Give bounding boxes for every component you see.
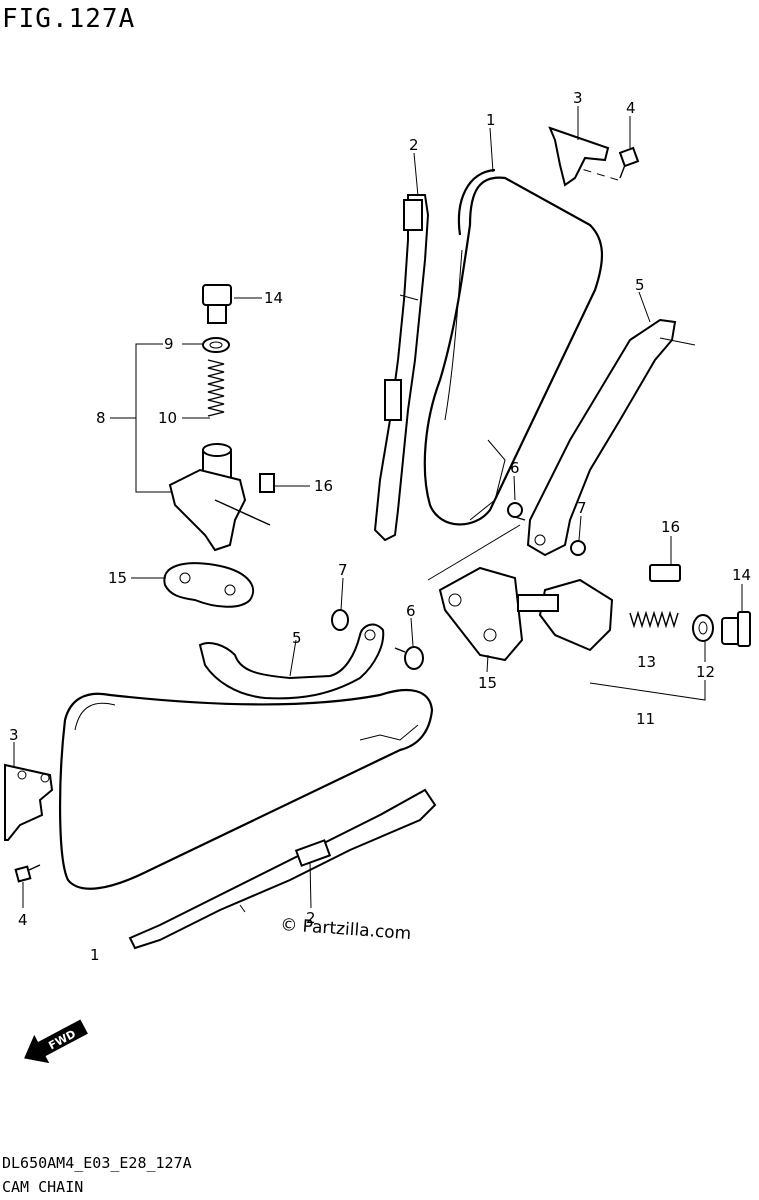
tensioner-arm-upper[interactable] [526, 318, 696, 557]
callout-10: 10 [158, 409, 177, 427]
callout-2-lower: 2 [306, 909, 316, 927]
callout-labels: 1 1 2 2 3 3 4 4 5 5 6 6 7 7 8 9 10 11 12… [9, 89, 751, 964]
tensioner-plug-bolt-right[interactable] [721, 611, 751, 647]
gasket-washer-right[interactable] [692, 614, 714, 642]
callout-15-left: 15 [108, 569, 127, 587]
tensioner-plug-bolt-left[interactable] [202, 284, 232, 324]
callout-5-upper: 5 [635, 276, 645, 294]
section-name: CAM CHAIN [2, 1178, 84, 1196]
cam-chain-guide-upper[interactable] [373, 194, 430, 542]
callout-5-lower: 5 [292, 629, 302, 647]
callout-3-upper: 3 [573, 89, 583, 107]
washer-upper[interactable] [570, 540, 586, 556]
figure-title: FIG.127A [2, 4, 136, 34]
callout-12: 12 [696, 663, 715, 681]
cam-chain-upper[interactable] [423, 168, 604, 526]
callout-11: 11 [636, 710, 655, 728]
cam-chain-guide-lower[interactable] [128, 788, 437, 950]
tensioner-body-left[interactable] [168, 443, 271, 552]
tensioner-body-right[interactable] [517, 578, 614, 652]
figure-code: DL650AM4_E03_E28_127A [2, 1154, 192, 1172]
forward-arrow-icon: FWD [24, 1019, 88, 1064]
callout-6-upper: 6 [510, 459, 520, 477]
callout-7-lower: 7 [338, 561, 348, 579]
callout-14-right: 14 [732, 566, 751, 584]
callout-1-upper: 1 [486, 111, 496, 129]
pivot-bolt-upper[interactable] [507, 502, 526, 521]
callout-13: 13 [637, 653, 656, 671]
callout-16-left: 16 [314, 477, 333, 495]
callout-6-lower: 6 [406, 602, 416, 620]
leader-lines [13, 106, 743, 909]
callout-9: 9 [164, 335, 174, 353]
tensioner-bolt-right[interactable] [649, 564, 681, 582]
tensioner-arm-lower[interactable] [198, 623, 385, 700]
tensioner-gasket-left[interactable] [163, 562, 255, 608]
tensioner-bolt-left[interactable] [259, 473, 275, 493]
pivot-bolt-lower[interactable] [394, 646, 424, 670]
callout-7-upper: 7 [577, 499, 587, 517]
tensioner-spring-right[interactable] [629, 610, 679, 629]
chain-guide-bracket-upper[interactable] [548, 126, 610, 187]
gasket-washer-left[interactable] [202, 337, 230, 353]
callout-8: 8 [96, 409, 106, 427]
callout-4-upper: 4 [626, 99, 636, 117]
washer-lower[interactable] [331, 609, 349, 631]
callout-3-lower: 3 [9, 726, 19, 744]
callout-4-lower: 4 [18, 911, 28, 929]
callout-1-lower: 1 [90, 946, 100, 964]
tensioner-spring-left[interactable] [207, 359, 225, 417]
tensioner-gasket-right[interactable] [438, 566, 524, 662]
callout-14-left: 14 [264, 289, 283, 307]
cam-chain-lower[interactable] [58, 688, 434, 890]
chain-guide-bracket-lower[interactable] [4, 763, 54, 841]
callout-15-right: 15 [478, 674, 497, 692]
callout-2-upper: 2 [409, 136, 419, 154]
bolt-upper[interactable] [577, 146, 640, 181]
bolt-lower[interactable] [14, 864, 41, 883]
callout-16-right: 16 [661, 518, 680, 536]
